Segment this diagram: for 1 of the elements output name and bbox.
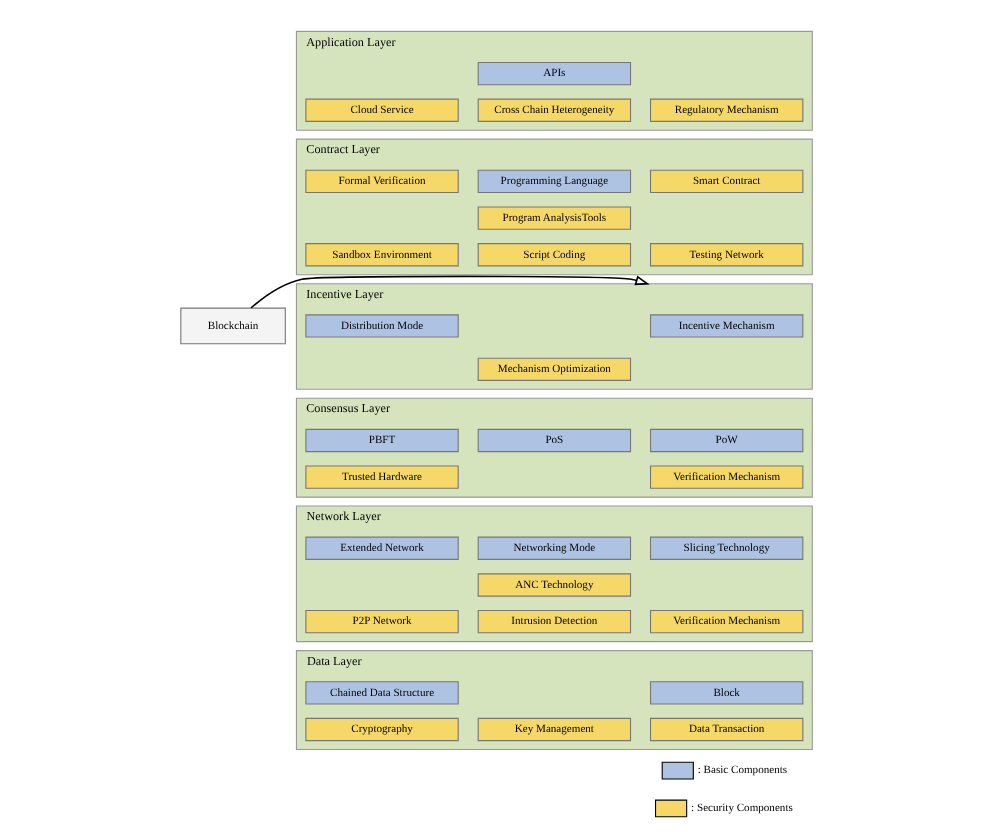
- arrow: [249, 274, 649, 308]
